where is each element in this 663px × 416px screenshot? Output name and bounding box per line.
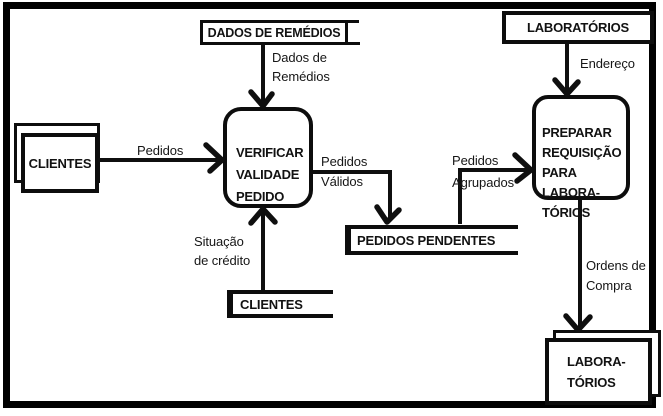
datastore-overhang-bottom <box>346 42 360 45</box>
datastore-dados-de-remedios-label: DADOS DE REMÉDIOS <box>207 25 341 40</box>
datastore-pedidos-pendentes: PEDIDOS PENDENTES <box>345 225 518 255</box>
flow-label-pedidos-agrupados: Pedidos Agrupados <box>452 153 514 190</box>
flow-label-situacao-de-credito: Situação de crédito <box>194 234 251 268</box>
flow-label-pedidos: Pedidos <box>137 143 184 158</box>
datastore-clientes: CLIENTES <box>227 290 333 318</box>
entity-clientes-label: CLIENTES <box>28 155 92 171</box>
datastore-pedidos-pendentes-label: PEDIDOS PENDENTES <box>357 232 496 248</box>
entity-laboratorios-bottom-label: LABORA- TÓRIOS <box>567 353 626 390</box>
flow-label-pedidos-validos: Pedidos Válidos <box>321 154 368 189</box>
entity-laboratorios-top: LABORATÓRIOS <box>502 11 654 44</box>
datastore-clientes-label: CLIENTES <box>240 296 303 312</box>
flow-label-endereco: Endereço <box>580 56 635 71</box>
datastore-overhang-top <box>346 20 359 23</box>
process-verificar-validade-pedido-label: VERIFICAR VALIDADE PEDIDO <box>236 145 304 204</box>
datastore-dados-de-remedios: DADOS DE REMÉDIOS <box>200 20 348 45</box>
flow-label-dados-de-remedios: Dados de Remédios <box>272 50 330 84</box>
entity-laboratorios-top-label: LABORATÓRIOS <box>526 20 630 35</box>
page-border-frame <box>3 2 656 408</box>
flow-label-ordens-de-compra: Ordens de Compra <box>586 258 646 293</box>
process-preparar-requisicao: PREPARAR REQUISIÇÃO PARA LABORA- TÓRIOS <box>532 95 630 220</box>
entity-clientes: CLIENTES <box>21 133 99 193</box>
entity-laboratorios-bottom: LABORA- TÓRIOS <box>545 338 652 405</box>
process-verificar-validade-pedido: VERIFICAR VALIDADE PEDIDO <box>223 107 313 208</box>
